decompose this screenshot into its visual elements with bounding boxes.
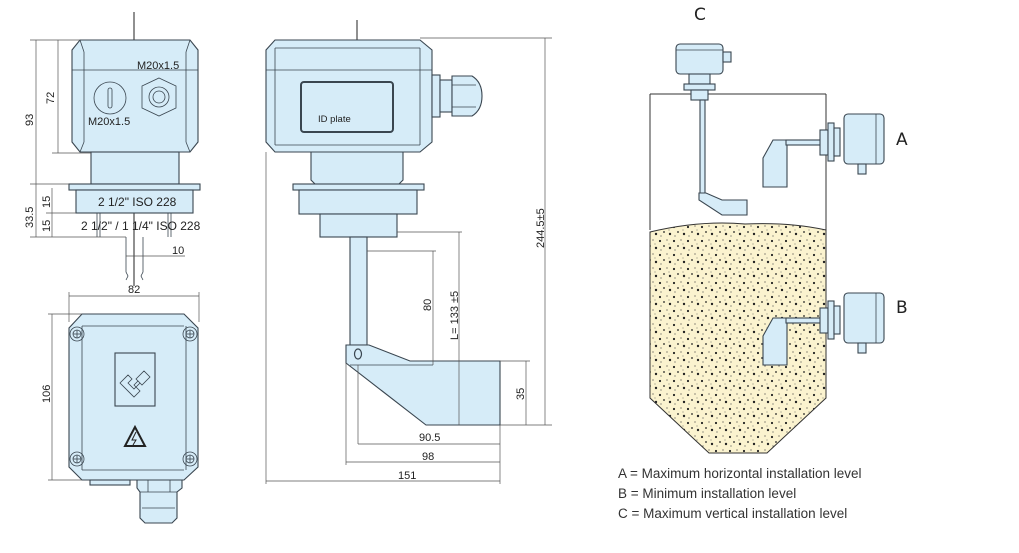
label-b: B	[896, 298, 908, 318]
screw-icon	[182, 451, 198, 467]
cable-gland-side-icon	[431, 74, 483, 118]
dim-flange-total: 33.5	[24, 207, 36, 228]
thread-side-lower	[319, 213, 398, 238]
company-logo-icon	[114, 352, 156, 407]
cable-gland-bottom	[136, 479, 183, 524]
label-a: A	[896, 130, 908, 150]
thread-left-label: M20x1.5	[88, 116, 130, 128]
dim-l: L= 133 ±5	[449, 291, 461, 340]
installation-diagram: C A B A = Maximum horizontal installat	[618, 5, 908, 521]
cable-gland-icon	[141, 77, 177, 117]
thread-upper	[75, 189, 194, 214]
dim-90-5: 90.5	[419, 432, 440, 444]
dim-height-housing: 72	[45, 92, 57, 104]
electric-hazard-icon	[123, 424, 147, 447]
top-view: 82 106	[41, 280, 200, 524]
legend-item-c: C = Maximum vertical installation level	[618, 506, 847, 521]
dim-height-total: 93	[24, 114, 36, 126]
dim-height-top: 106	[41, 385, 53, 403]
neck-side	[310, 151, 404, 185]
screw-icon	[182, 326, 198, 342]
housing-front	[71, 39, 199, 153]
thread-top-label: M20x1.5	[137, 60, 179, 72]
thread-side-upper	[298, 189, 418, 215]
blind-plug-icon	[93, 81, 127, 115]
plug-bottom	[89, 479, 131, 486]
dim-width: 82	[128, 284, 140, 296]
flange-side	[292, 183, 425, 191]
dim-151: 151	[398, 470, 416, 482]
dim-flange-upper: 15	[41, 196, 53, 208]
legend-item-b: B = Minimum installation level	[618, 486, 796, 501]
legend-item-a: A = Maximum horizontal installation leve…	[618, 466, 862, 481]
flange-lower-label: 2 1/2" / 1 1/4" ISO 228	[81, 219, 201, 233]
dim-flange-lower: 15	[41, 220, 53, 232]
shaft	[349, 236, 368, 346]
flange-plate	[68, 183, 201, 191]
sensor-a	[762, 113, 885, 188]
dim-98: 98	[422, 451, 434, 463]
id-plate-label: ID plate	[318, 114, 351, 125]
sensor-c	[675, 43, 748, 216]
screw-icon	[69, 451, 85, 467]
front-view: M20x1.5 M20x1.5 2 1/2" ISO 228 2 1/2" / …	[24, 12, 201, 281]
bulk-material	[649, 222, 827, 454]
id-plate	[300, 81, 394, 133]
screw-icon	[69, 326, 85, 342]
silo-outline	[649, 93, 827, 230]
dim-80: 80	[422, 299, 434, 311]
dim-total-length: 244.5±5	[535, 208, 547, 248]
label-c: C	[694, 5, 706, 25]
flange-upper-label: 2 1/2" ISO 228	[98, 195, 177, 209]
side-view: ID plate 244.5±5 L= 133 ±5 80	[265, 20, 552, 484]
housing-side	[265, 39, 433, 153]
sensor-b	[762, 292, 885, 366]
dim-shaft: 10	[172, 245, 184, 257]
dim-35: 35	[515, 388, 527, 400]
paddle	[345, 344, 501, 426]
neck	[90, 151, 180, 185]
